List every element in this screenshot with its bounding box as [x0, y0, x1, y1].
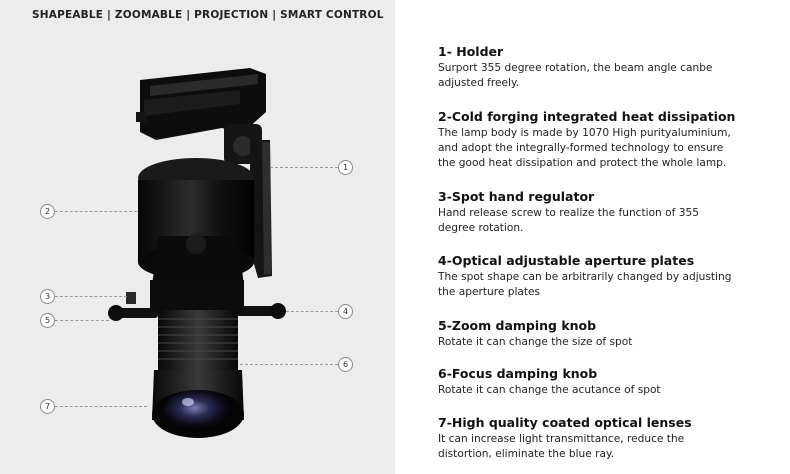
feature-description: It can increase light transmittance, red… — [438, 433, 685, 460]
feature-title: 5-Zoom damping knob — [438, 318, 597, 333]
lamp-body — [138, 158, 254, 286]
aperture-plate-handles — [108, 292, 286, 321]
feature-description: Surport 355 degree rotation, the beam an… — [438, 62, 713, 89]
feature-title: 7-High quality coated optical lenses — [438, 415, 692, 430]
callout-number: 1 — [338, 160, 353, 175]
callout-number: 2 — [40, 204, 55, 219]
feature-title: 1- Holder — [438, 44, 504, 59]
track-spotlight-illustration — [108, 68, 286, 438]
feature-title: 6-Focus damping knob — [438, 366, 598, 381]
feature-optical-lenses: 7-High quality coated optical lenses It … — [438, 415, 783, 462]
holder-adapter — [136, 68, 272, 278]
feature-holder: 1- Holder Surport 355 degree rotation, t… — [438, 44, 783, 91]
feature-heat-dissipation: 2-Cold forging integrated heat dissipati… — [438, 109, 783, 171]
tagline: SHAPEABLE | ZOOMABLE | PROJECTION | SMAR… — [32, 9, 384, 21]
feature-description: The lamp body is made by 1070 High purit… — [438, 127, 731, 169]
feature-list: 1- Holder Surport 355 degree rotation, t… — [395, 0, 790, 474]
feature-description: Hand release screw to realize the functi… — [438, 207, 699, 234]
feature-title: 3-Spot hand regulator — [438, 189, 595, 204]
feature-description: Rotate it can change the size of spot — [438, 336, 633, 348]
callout-number: 7 — [40, 399, 55, 414]
feature-focus-knob: 6-Focus damping knob Rotate it can chang… — [438, 366, 783, 398]
feature-spot-hand-regulator: 3-Spot hand regulator Hand release screw… — [438, 189, 783, 236]
callout-number: 6 — [338, 357, 353, 372]
feature-description: The spot shape can be arbitrarily change… — [438, 271, 732, 298]
callout-number: 3 — [40, 289, 55, 304]
product-image-panel: SHAPEABLE | ZOOMABLE | PROJECTION | SMAR… — [0, 0, 395, 474]
callout-number: 4 — [338, 304, 353, 319]
feature-zoom-knob: 5-Zoom damping knob Rotate it can change… — [438, 318, 783, 350]
feature-aperture-plates: 4-Optical adjustable aperture plates The… — [438, 253, 783, 300]
feature-title: 2-Cold forging integrated heat dissipati… — [438, 109, 736, 124]
lens-barrel — [150, 280, 244, 438]
callout-number: 5 — [40, 313, 55, 328]
feature-description: Rotate it can change the acutance of spo… — [438, 384, 661, 396]
feature-title: 4-Optical adjustable aperture plates — [438, 253, 695, 268]
